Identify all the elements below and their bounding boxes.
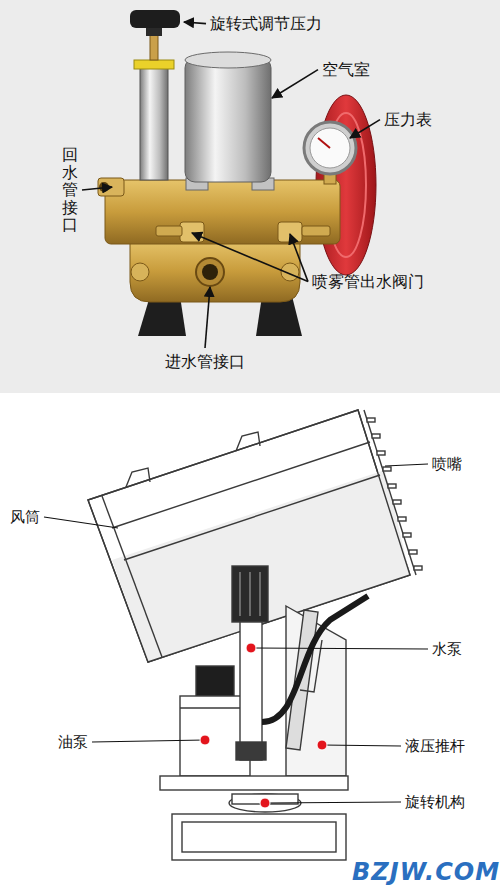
outlet-valve — [278, 222, 302, 242]
part-label: 油泵 — [58, 733, 88, 751]
platform — [160, 776, 348, 790]
nozzle — [409, 550, 417, 554]
drum-ear — [126, 468, 150, 487]
leader-dot — [246, 643, 256, 653]
nozzle — [372, 434, 380, 438]
pump-casing — [130, 240, 300, 302]
outlet-valve — [180, 222, 204, 242]
leader-line — [251, 648, 428, 649]
leader-dot — [200, 735, 210, 745]
leader-line — [82, 187, 112, 190]
leader-line — [350, 120, 380, 138]
bolt — [131, 263, 149, 281]
air-chamber — [185, 58, 271, 182]
nozzle-ring — [364, 410, 416, 575]
base-inner — [182, 822, 336, 852]
part-label: 进水管接口 — [165, 352, 245, 371]
photo-ground — [0, 0, 500, 393]
hydraulic-rod — [286, 610, 318, 750]
outlet-nipple — [156, 226, 182, 236]
part-label: 风筒 — [10, 508, 40, 526]
motor-fin — [259, 572, 260, 616]
part-label: 喷雾管出水阀门 — [312, 272, 424, 291]
gauge-face — [310, 128, 350, 168]
pump-body — [105, 180, 340, 244]
drum-rim — [102, 496, 162, 657]
leader-dot — [317, 740, 327, 750]
part-label: 水泵 — [432, 640, 462, 658]
nozzle — [383, 467, 391, 471]
nozzle — [377, 451, 385, 455]
nozzle — [414, 566, 422, 570]
motor-fin — [249, 572, 250, 616]
part-label: 旋转式调节压力 — [210, 14, 322, 33]
leader-line — [92, 740, 205, 742]
watermark: BZJW.COM — [352, 858, 500, 887]
outlet-nipple — [302, 226, 330, 236]
nozzle — [393, 500, 401, 504]
part-label: 旋转机构 — [405, 793, 465, 811]
part-label: 压力表 — [384, 110, 432, 129]
leader-line — [205, 287, 210, 348]
hose — [262, 596, 368, 722]
leader-line — [184, 22, 206, 24]
leader-line — [44, 517, 118, 528]
gauge-needle — [318, 138, 330, 148]
fog-cannon — [88, 410, 422, 860]
air-chamber-top — [185, 52, 271, 68]
part-label: 空气室 — [322, 60, 370, 79]
leader-line — [265, 802, 401, 803]
pressure-knob — [130, 10, 180, 28]
part-label: 液压推杆 — [405, 737, 465, 755]
inlet-port — [196, 258, 224, 286]
leader-dot — [260, 798, 270, 808]
nozzle — [388, 484, 396, 488]
leader-line — [385, 464, 428, 466]
nozzle — [403, 533, 411, 537]
motor-fin — [239, 572, 240, 616]
nozzle — [367, 418, 375, 422]
part-label: 回水管接口 — [62, 146, 78, 234]
leader-line — [192, 233, 308, 282]
threaded-stem — [150, 32, 158, 60]
part-label: 喷嘴 — [432, 455, 462, 473]
pump-column — [240, 622, 262, 760]
pump-foot — [236, 742, 266, 760]
leader-line — [322, 745, 401, 746]
pressure-gauge — [304, 122, 356, 174]
base — [172, 814, 346, 860]
water-motor — [232, 566, 268, 622]
nozzles — [367, 418, 422, 570]
yellow-nut — [134, 60, 174, 69]
nozzle — [398, 517, 406, 521]
oil-motor — [196, 666, 234, 696]
drum-band — [124, 475, 380, 560]
leader-line — [290, 234, 308, 282]
leader-line — [272, 70, 318, 98]
drum-ear — [236, 432, 260, 451]
drum-band — [112, 442, 370, 528]
inlet-hole — [202, 264, 218, 280]
regulator-column — [140, 68, 168, 180]
